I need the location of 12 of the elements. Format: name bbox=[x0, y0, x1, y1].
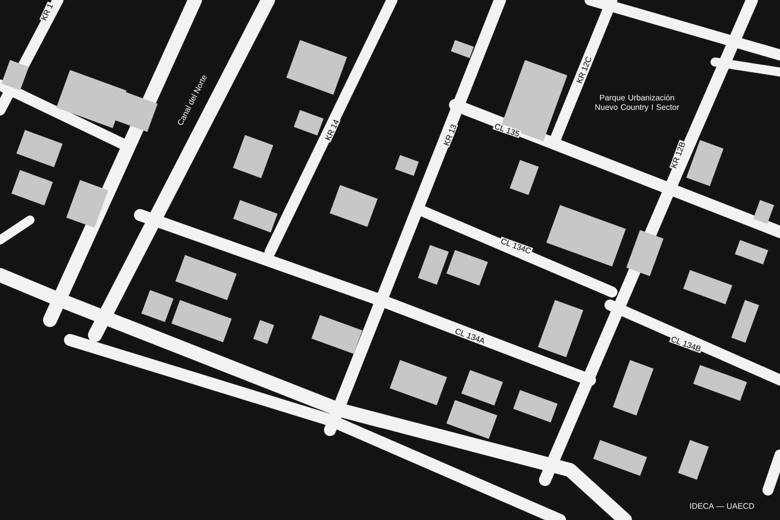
street-label: CL 134A bbox=[453, 326, 487, 346]
park-label: Parque Urbanización Nuevo Country I Sector bbox=[595, 94, 680, 112]
street-label: KR 13 bbox=[442, 122, 458, 148]
street-label: CL 134C bbox=[498, 236, 534, 256]
street-label: Canal del Norte bbox=[178, 76, 206, 125]
attribution-text: IDECA — UAECD bbox=[688, 502, 756, 510]
street-label: KR 14 bbox=[323, 117, 341, 143]
street-label: KR 12B bbox=[669, 140, 687, 170]
street-label: CL 135 bbox=[492, 122, 522, 138]
street-label: CL 134B bbox=[669, 334, 703, 354]
street-label: KR 12C bbox=[574, 54, 594, 86]
street-label: KR 1 bbox=[39, 1, 55, 23]
